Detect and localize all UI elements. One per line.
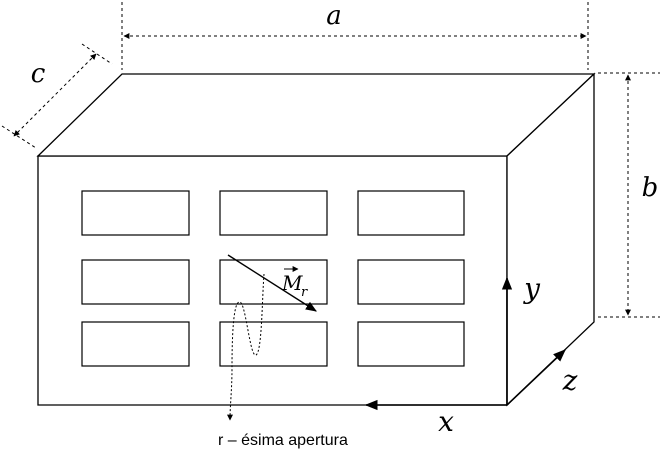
axis-z-label: z xyxy=(562,364,578,397)
aperture xyxy=(81,190,190,236)
aperture xyxy=(357,259,465,305)
aperture xyxy=(357,321,465,367)
aperture-grid xyxy=(81,190,465,367)
dimension-c xyxy=(1,43,113,149)
axes xyxy=(364,276,566,411)
dimension-a xyxy=(121,2,589,70)
moment-label: M r xyxy=(281,266,308,300)
dim-c-label: c xyxy=(31,59,46,89)
moment-subscript: r xyxy=(301,285,308,300)
moment-vector xyxy=(227,254,317,312)
dim-b-label: b xyxy=(642,173,659,203)
z-axis xyxy=(506,349,566,406)
aperture-leader xyxy=(227,273,265,421)
aperture xyxy=(357,190,465,236)
aperture-caption: r – ésima apertura xyxy=(218,432,348,449)
aperture xyxy=(219,321,328,367)
axis-x-label: x xyxy=(438,405,454,438)
aperture xyxy=(81,321,190,367)
aperture xyxy=(219,190,328,236)
dimension-b xyxy=(598,72,660,318)
axis-y-label: y xyxy=(522,272,541,305)
aperture xyxy=(81,259,190,305)
aperture xyxy=(219,259,328,305)
box-top-face xyxy=(36,73,596,157)
dim-a-label: a xyxy=(326,1,342,31)
moment-symbol: M xyxy=(281,271,303,295)
